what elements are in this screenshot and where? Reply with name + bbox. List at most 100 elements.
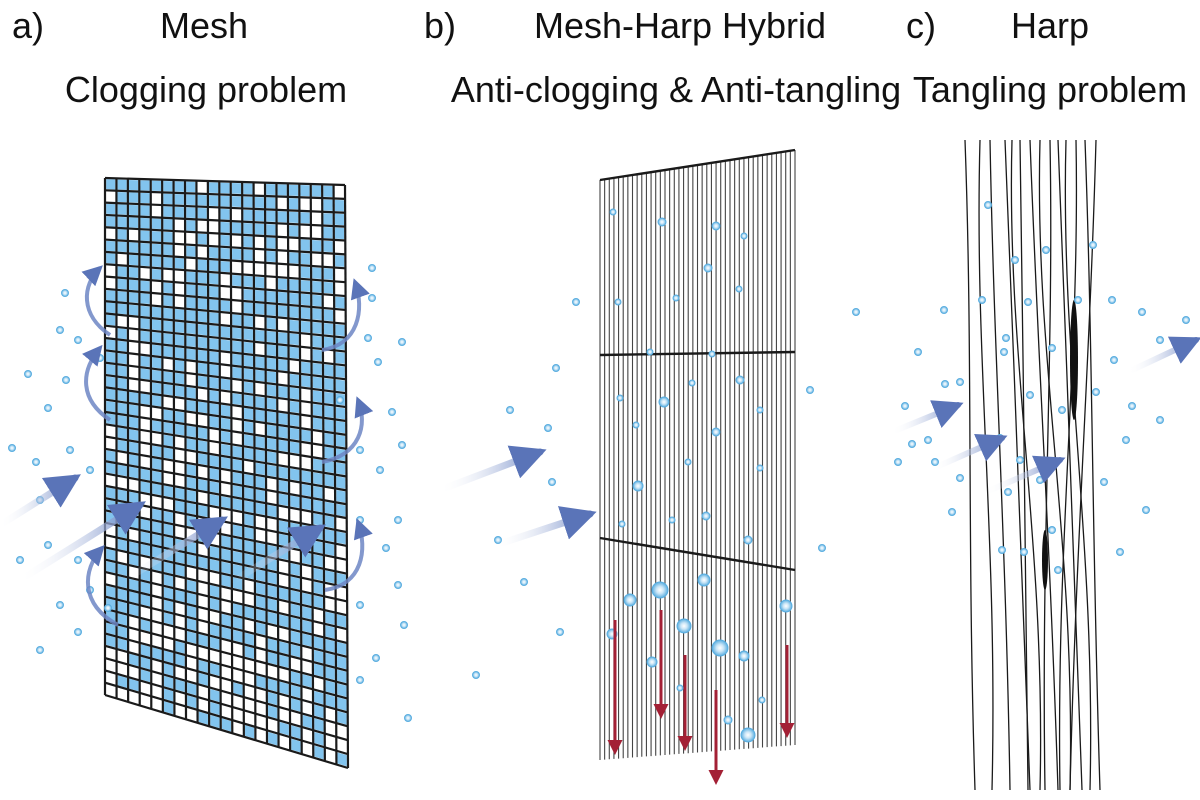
clogged-cell [221, 496, 231, 509]
clogged-cell [186, 310, 196, 322]
mesh-wire-horizontal [104, 484, 347, 534]
clogged-cell [152, 382, 162, 394]
deflect-arrow [321, 396, 374, 464]
clogged-cell [175, 653, 185, 667]
droplet [1026, 391, 1034, 399]
panel-a-subtitle: Clogging problem [64, 69, 348, 110]
droplet [711, 427, 721, 437]
clogged-cell [313, 554, 323, 568]
flow-arrow [931, 433, 1008, 471]
clogged-cell [290, 671, 301, 685]
droplet [368, 264, 376, 272]
clogged-cell [220, 261, 230, 273]
clogged-cell [140, 393, 150, 405]
clogged-cell [290, 563, 300, 576]
droplet [743, 535, 753, 545]
clogged-cell [289, 198, 299, 210]
clogged-cell [243, 302, 253, 314]
clogged-cell [209, 559, 220, 572]
clogged-cell [232, 366, 242, 379]
clogged-cell [152, 445, 162, 458]
clogged-cell [255, 436, 265, 449]
clogged-cell [209, 364, 219, 376]
clogged-cell [129, 391, 139, 404]
clogged-cell [336, 462, 346, 475]
clogged-cell [290, 576, 300, 590]
flow-arrow [1125, 336, 1200, 375]
clogged-cell [312, 376, 322, 389]
clogged-cell [255, 329, 265, 342]
droplet [609, 208, 617, 216]
clogged-cell [278, 480, 288, 493]
clogged-cell [243, 196, 253, 208]
harp-wire [964, 139, 976, 791]
clogged-cell [129, 217, 139, 228]
clogged-cell [289, 306, 299, 319]
clogged-cell [244, 447, 254, 460]
clogged-cell [221, 613, 231, 627]
clogged-cell [106, 400, 116, 413]
clogged-cell [186, 515, 197, 528]
clogged-cell [313, 595, 323, 609]
clogged-cell [290, 590, 300, 604]
clogged-cell [232, 314, 242, 326]
clogged-cell [266, 237, 276, 249]
clogged-cell [266, 304, 276, 316]
clogged-cell [151, 256, 162, 268]
clogged-cell [197, 324, 208, 336]
clogged-cell [140, 217, 150, 229]
clogged-cell [221, 574, 231, 588]
clogged-cell [302, 606, 312, 620]
mesh-wire-horizontal [104, 250, 346, 270]
droplet [688, 379, 696, 387]
clogged-cell [140, 230, 150, 242]
mesh-panel [0, 176, 412, 770]
clogged-cell [129, 454, 139, 466]
clogged-cell [324, 391, 334, 405]
clogged-cell [324, 336, 334, 349]
clogged-cell [334, 227, 345, 240]
clogged-cell [209, 546, 220, 559]
droplet [382, 544, 390, 552]
clogged-cell [277, 184, 287, 196]
clogged-cell [140, 619, 151, 632]
clogged-cell [129, 466, 139, 479]
clogged-cell [279, 641, 289, 655]
clogged-cell [163, 574, 174, 587]
droplet [1054, 566, 1062, 574]
clogged-cell [209, 598, 220, 611]
droplet [552, 364, 560, 372]
clogged-cell [266, 197, 276, 209]
clogged-cell [106, 634, 116, 648]
clogged-cell [244, 513, 254, 527]
clogged-cell [175, 564, 185, 577]
clogged-cell [106, 622, 116, 636]
clogged-cell [198, 504, 208, 518]
clogged-cell [163, 345, 173, 358]
clogged-cell [324, 529, 335, 543]
clogged-cell [290, 630, 301, 644]
clogged-cell [254, 196, 264, 208]
clogged-cell [209, 260, 219, 272]
droplet [74, 628, 82, 636]
clogged-cell [163, 307, 173, 319]
droplet [711, 639, 729, 657]
clogged-cell [140, 305, 150, 317]
clogged-cell [277, 278, 288, 290]
clogged-cell [152, 319, 162, 331]
clogged-cell [163, 231, 173, 243]
clogged-cell [129, 441, 139, 454]
clogged-cell [152, 458, 162, 470]
droplet [1024, 298, 1032, 306]
droplet [924, 436, 932, 444]
clogged-cell [233, 629, 243, 643]
clogged-cell [243, 328, 253, 341]
clogged-cell [174, 334, 185, 346]
clogged-cell [244, 487, 254, 500]
clogged-cell [163, 485, 173, 498]
mesh-wire-horizontal [104, 349, 347, 381]
droplet [1156, 416, 1164, 424]
droplet [61, 289, 69, 297]
clogged-cell [325, 611, 335, 625]
clogged-cell [187, 695, 197, 709]
